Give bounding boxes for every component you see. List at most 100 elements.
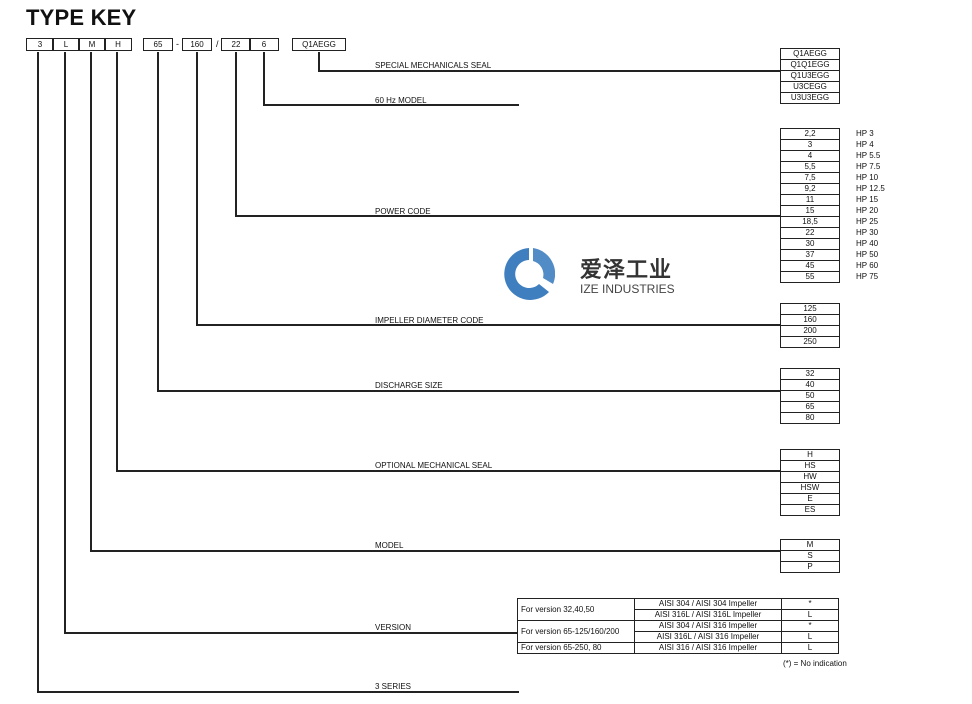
separator-slash: / <box>216 39 219 49</box>
option: 4 <box>781 150 839 161</box>
hp-value: HP 60 <box>856 261 879 270</box>
connector <box>318 52 320 71</box>
option: P <box>781 561 839 573</box>
option: 80 <box>781 412 839 424</box>
hp-value: HP 20 <box>856 206 879 215</box>
label-hz-model: 60 Hz MODEL <box>375 96 427 105</box>
option: Q1AEGG <box>781 48 839 59</box>
option: E <box>781 493 839 504</box>
option: 32 <box>781 368 839 379</box>
version-material: AISI 304 / AISI 304 Impeller <box>634 598 782 610</box>
option: 18,5 <box>781 216 839 227</box>
hp-value: HP 4 <box>856 140 874 149</box>
label-model: MODEL <box>375 541 404 550</box>
hp-value: HP 5.5 <box>856 151 881 160</box>
connector <box>157 390 780 392</box>
version-table: For version 32,40,50 AISI 304 / AISI 304… <box>517 598 839 654</box>
hp-value: HP 40 <box>856 239 879 248</box>
code-box-discharge: 65 <box>143 38 173 51</box>
ize-logo-icon <box>504 248 555 300</box>
option: 30 <box>781 238 839 249</box>
label-impeller: IMPELLER DIAMETER CODE <box>375 316 484 325</box>
connector <box>37 691 519 693</box>
version-code: * <box>781 620 839 632</box>
connector <box>235 215 780 217</box>
connector <box>196 52 198 325</box>
option: ES <box>781 504 839 516</box>
code-box-version: L <box>52 38 80 51</box>
code-box-series: 3 <box>26 38 54 51</box>
option: HS <box>781 460 839 471</box>
connector <box>157 52 159 391</box>
option: 37 <box>781 249 839 260</box>
option: HW <box>781 471 839 482</box>
option: 45 <box>781 260 839 271</box>
hp-value: HP 50 <box>856 250 879 259</box>
hp-value: HP 30 <box>856 228 879 237</box>
optional-seal-options: H HS HW HSW E ES <box>780 449 840 516</box>
option: 50 <box>781 390 839 401</box>
label-version: VERSION <box>375 623 412 632</box>
code-box-power: 22 <box>221 38 251 51</box>
connector <box>90 52 92 551</box>
connector <box>318 70 780 72</box>
option: 11 <box>781 194 839 205</box>
option: Q1Q1EGG <box>781 59 839 70</box>
connector <box>116 470 780 472</box>
option: 200 <box>781 325 839 336</box>
version-code: * <box>781 598 839 610</box>
hp-value: HP 7.5 <box>856 162 881 171</box>
connector <box>235 52 237 216</box>
option: Q1U3EGG <box>781 70 839 81</box>
hp-value: HP 3 <box>856 129 874 138</box>
option: U3U3EGG <box>781 92 839 104</box>
hp-value: HP 25 <box>856 217 879 226</box>
option: HSW <box>781 482 839 493</box>
connector <box>64 632 517 634</box>
model-options: M S P <box>780 539 840 573</box>
hp-value: HP 75 <box>856 272 879 281</box>
option: M <box>781 539 839 550</box>
option: 22 <box>781 227 839 238</box>
option: 5,5 <box>781 161 839 172</box>
code-box-model: M <box>78 38 106 51</box>
footnote: (*) = No indication <box>783 659 847 668</box>
code-box-seal: H <box>104 38 132 51</box>
version-code: L <box>781 642 839 654</box>
label-power-code: POWER CODE <box>375 207 431 216</box>
hp-value: HP 15 <box>856 195 879 204</box>
version-material: AISI 316L / AISI 316L Impeller <box>634 609 782 621</box>
option: S <box>781 550 839 561</box>
version-code: L <box>781 631 839 643</box>
label-optional-seal: OPTIONAL MECHANICAL SEAL <box>375 461 493 470</box>
hp-value: HP 10 <box>856 173 879 182</box>
page-title: TYPE KEY <box>26 5 137 30</box>
option: 3 <box>781 139 839 150</box>
label-series: 3 SERIES <box>375 682 412 691</box>
connector <box>116 52 118 471</box>
version-group: For version 65-250, 80 <box>517 642 635 654</box>
code-box-special-seal: Q1AEGG <box>292 38 346 51</box>
discharge-options: 32 40 50 65 80 <box>780 368 840 424</box>
connector <box>263 104 519 106</box>
separator-dash: - <box>176 39 179 49</box>
option: 250 <box>781 336 839 348</box>
hp-list: HP 3 HP 4 HP 5.5 HP 7.5 HP 10 HP 12.5 HP… <box>856 128 885 282</box>
power-code-options: 2,2 3 4 5,5 7,5 9,2 11 15 18,5 22 30 37 … <box>780 128 840 283</box>
watermark-cn: 爱泽工业 <box>580 257 673 282</box>
option: 7,5 <box>781 172 839 183</box>
option: 15 <box>781 205 839 216</box>
option: 9,2 <box>781 183 839 194</box>
option: 160 <box>781 314 839 325</box>
impeller-options: 125 160 200 250 <box>780 303 840 348</box>
label-discharge: DISCHARGE SIZE <box>375 381 443 390</box>
connector <box>64 52 66 633</box>
option: 2,2 <box>781 128 839 139</box>
code-box-impeller: 160 <box>182 38 212 51</box>
version-group: For version 65-125/160/200 <box>517 620 635 643</box>
code-box-hz: 6 <box>249 38 279 51</box>
version-code: L <box>781 609 839 621</box>
version-material: AISI 316L / AISI 316 Impeller <box>634 631 782 643</box>
option: 65 <box>781 401 839 412</box>
connector <box>37 52 39 692</box>
